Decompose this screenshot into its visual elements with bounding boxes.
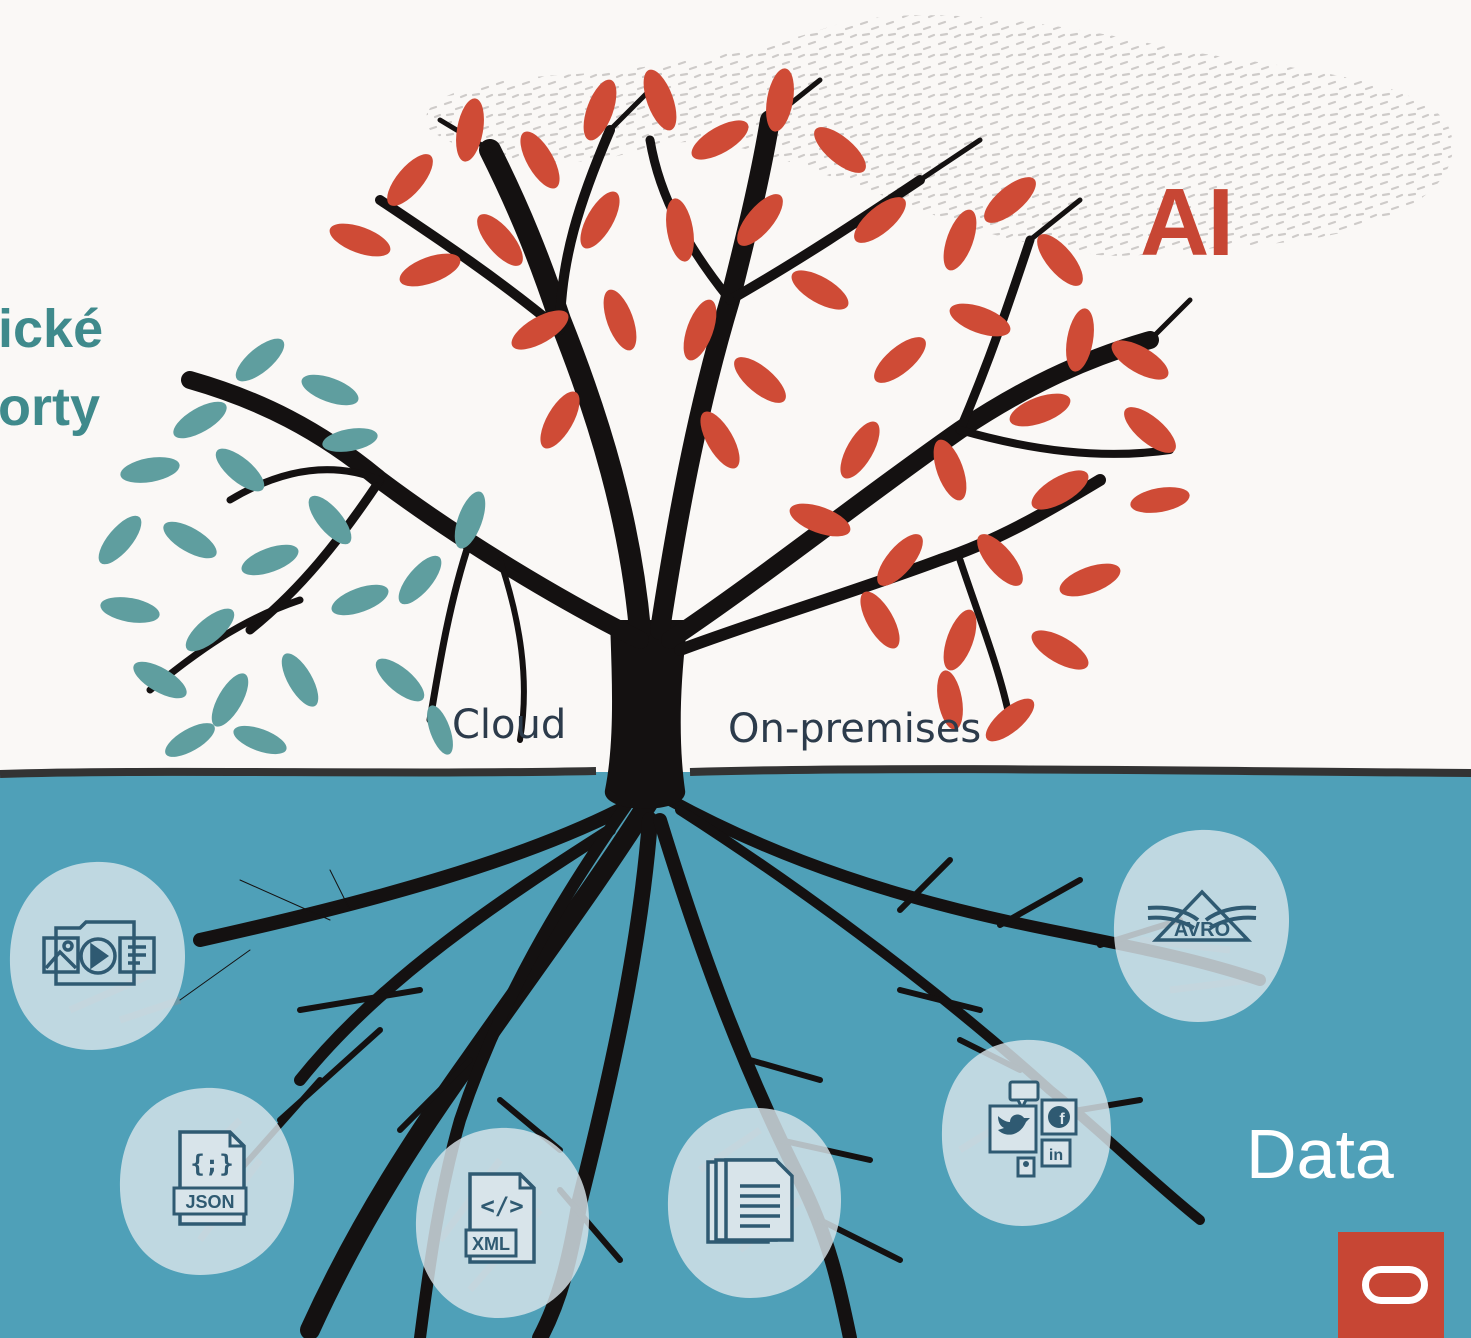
media-files-icon [42,920,156,986]
tree-branches [146,77,1193,743]
avro-label: AVRO [1174,919,1230,941]
tree-trunk [604,620,688,809]
xml-label: XML [472,1234,510,1254]
facebook-glyph: f [1059,1111,1065,1128]
social-media-icon: f in [988,1080,1078,1178]
data-label: Data [1246,1115,1394,1193]
json-label: JSON [185,1192,234,1212]
linkedin-glyph: in [1049,1147,1063,1164]
oracle-logo-ring [1362,1266,1428,1304]
ai-cloud [426,15,1453,256]
ai-label: AI [1140,169,1234,276]
left-text-line-1: ické [0,299,104,359]
red-leaves [329,68,1190,742]
xml-tag: </> [480,1192,523,1220]
left-text-line-2: orty [0,377,101,437]
json-file-icon: {;} JSON [172,1130,248,1226]
documents-icon [706,1158,794,1244]
teal-leaves [98,338,486,757]
ground-line-right [689,765,1471,777]
left-cut-text: ické orty [0,290,103,446]
avro-logo-icon: AVRO [1147,889,1257,942]
xml-file-icon: </> XML [464,1172,536,1264]
cloud-label: Cloud [452,702,567,748]
oracle-logo [1338,1232,1444,1338]
on-premises-label: On-premises [728,706,982,752]
circle-avro [1113,829,1290,1022]
json-braces: {;} [190,1150,233,1178]
ground-line-left [0,767,597,778]
